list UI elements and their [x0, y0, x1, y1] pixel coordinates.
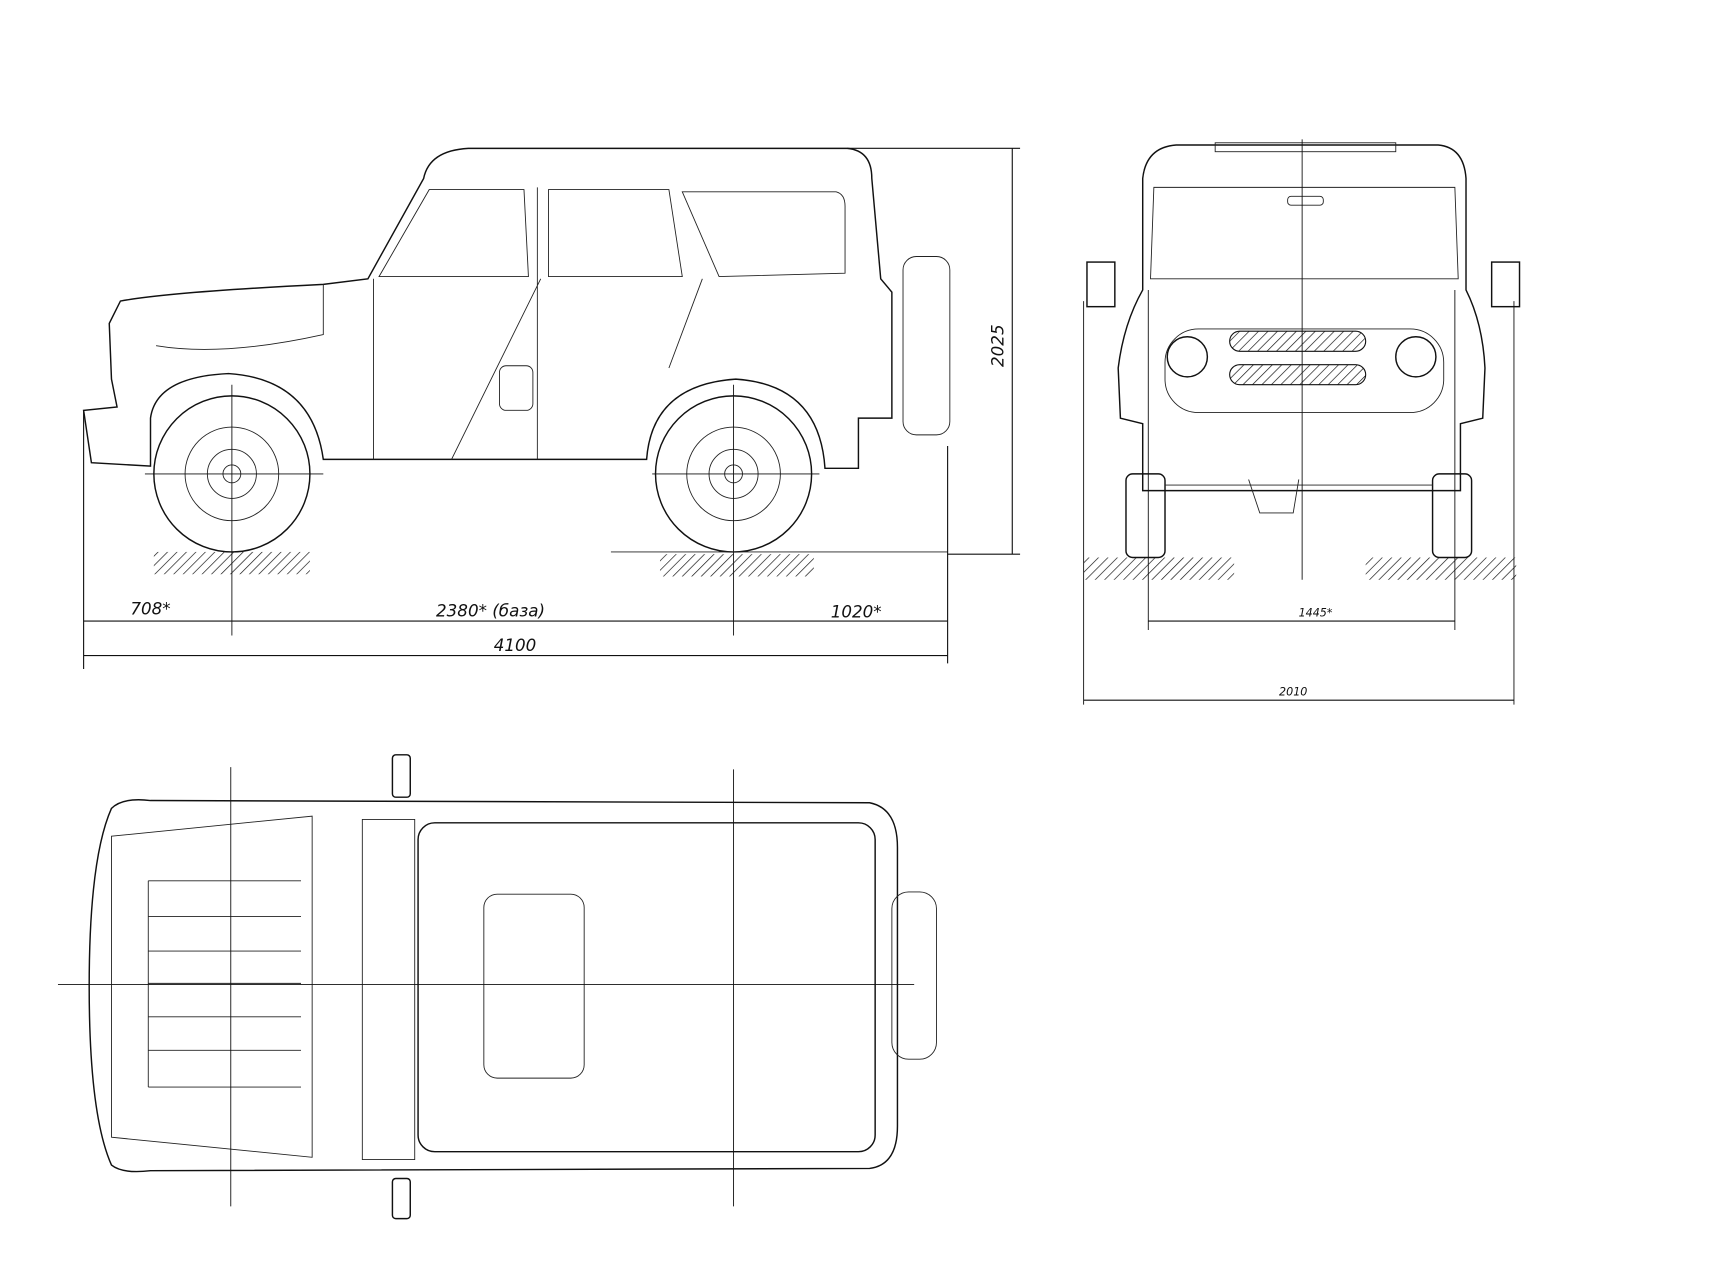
track-label: 1445*: [1299, 607, 1333, 620]
roof-hatch: [483, 893, 585, 1079]
top-left-mirror: [391, 754, 411, 798]
ground-hatch-front: [153, 551, 310, 575]
right-headlight: [1395, 336, 1437, 378]
roof: [417, 822, 876, 1153]
side-body-outline: [82, 147, 893, 470]
side-door-lines: [156, 187, 703, 460]
height-dimension-line: [847, 147, 1021, 555]
side-window-rear: [681, 191, 846, 278]
side-centerlines: [144, 384, 820, 636]
left-mirror: [1086, 261, 1116, 308]
top-right-mirror: [391, 1177, 411, 1220]
front-right-tire: [1431, 473, 1473, 559]
top-centerlines: [57, 767, 915, 1207]
front-left-tire: [1125, 473, 1166, 559]
side-window-front: [378, 189, 529, 278]
top-spare-wheel: [891, 891, 937, 1060]
width-dimension-lines: [1083, 620, 1514, 701]
top-body-outline: [88, 799, 899, 1173]
hood-ribs: [147, 880, 302, 1088]
hood: [111, 815, 313, 1158]
left-headlight: [1166, 336, 1209, 378]
overall-height-label: 2025: [987, 324, 1007, 367]
ground-hatch-rear: [659, 554, 814, 577]
ground-hatch-right: [1365, 557, 1517, 580]
windshield-frame: [361, 819, 416, 1160]
rear-overhang-label: 1020*: [831, 602, 882, 622]
front-grille-panel: [1164, 328, 1445, 414]
overall-width-label: 2010: [1279, 686, 1307, 699]
ground-hatch-left: [1083, 557, 1235, 580]
fuel-filler: [499, 365, 534, 411]
side-window-middle: [548, 189, 683, 278]
side-view: 2025 708* 2380* (база) 1020* 4100: [82, 147, 1021, 669]
front-overhang-label: 708*: [130, 598, 170, 618]
length-dimension-lines: [83, 410, 949, 669]
right-mirror: [1490, 261, 1521, 308]
top-view: [57, 754, 937, 1220]
windshield: [1150, 186, 1459, 280]
wheelbase-label: 2380* (база): [436, 601, 545, 621]
spare-wheel: [902, 256, 951, 436]
overall-length-label: 4100: [494, 635, 537, 655]
front-centerline: [1083, 139, 1515, 705]
front-body-outline: [1117, 144, 1486, 492]
roof-rack: [1214, 142, 1397, 153]
front-view: 1445* 2010: [1083, 139, 1521, 705]
